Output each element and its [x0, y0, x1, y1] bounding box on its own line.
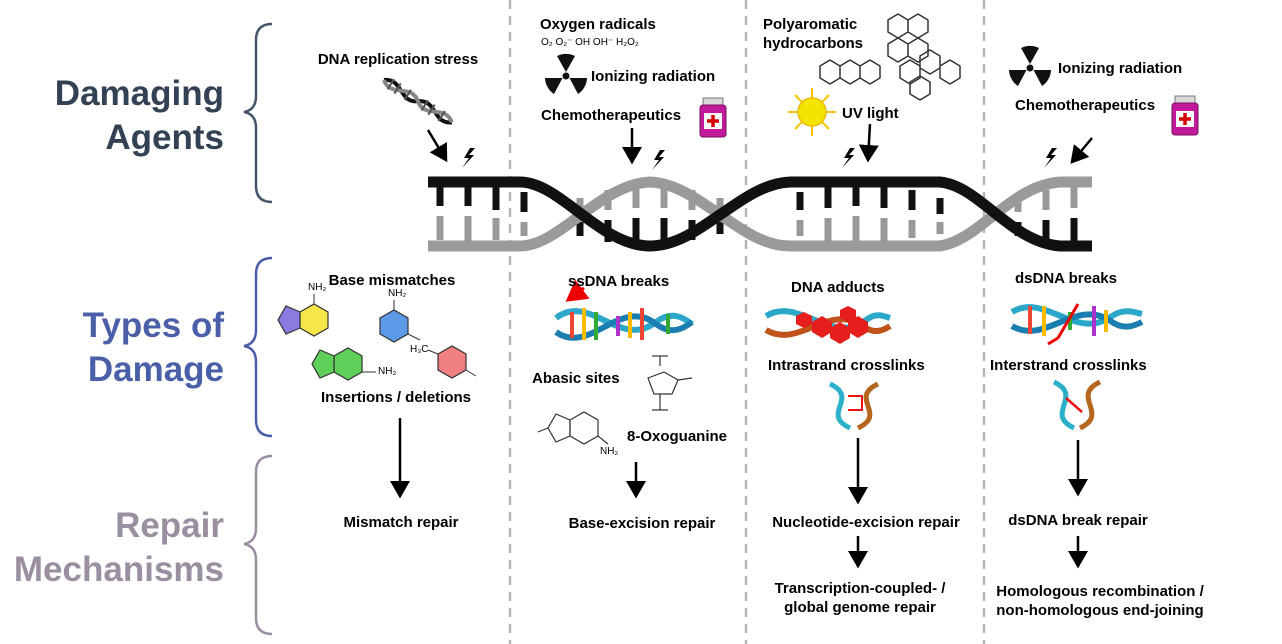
damage-base-mismatches: Base mismatches: [328, 272, 456, 289]
damage-intrastrand-crosslinks: Intrastrand crosslinks: [768, 357, 925, 374]
dsdna-break-helix: [1010, 303, 1144, 346]
agent-uv-light: UV light: [842, 105, 899, 122]
dna-adduct-helix: [764, 306, 892, 344]
repair-tc-gg-line2: global genome repair: [784, 599, 936, 616]
damage-dsdna-breaks: dsDNA breaks: [1015, 270, 1117, 287]
row-label-line: Types of: [82, 306, 224, 345]
adenine-molecule: [277, 294, 329, 337]
radiation-icon: [1009, 45, 1051, 86]
guanine-molecule: [311, 347, 376, 381]
agent-ionizing-radiation: Ionizing radiation: [591, 68, 716, 85]
ssdna-break-helix: [554, 279, 694, 341]
helix-strand-dark: [428, 176, 1092, 252]
guanine-nh2-label: NH₂: [378, 366, 397, 377]
damage-dna-adducts: DNA adducts: [791, 279, 885, 296]
repair-mismatch: Mismatch repair: [343, 514, 459, 531]
polyaromatic-ring-icon: [819, 13, 961, 101]
damage-abasic-sites: Abasic sites: [532, 370, 620, 387]
cytosine-nh2-label: NH₂: [388, 288, 407, 299]
row-label-line: Repair: [115, 506, 224, 545]
agent-ionizing-radiation-2: Ionizing radiation: [1058, 60, 1183, 77]
oxog-nh2-label: NH₂: [600, 446, 619, 457]
main-dna-helix: [428, 176, 1092, 252]
column-dividers: [508, 0, 986, 644]
intrastrand-crosslink-helix: [828, 381, 880, 431]
repair-base-excision: Base-excision repair: [568, 515, 716, 532]
repair-nucleotide-excision: Nucleotide-excision repair: [772, 514, 960, 531]
bracket-agents: [243, 22, 273, 204]
agent-chemotherapeutics: Chemotherapeutics: [541, 107, 682, 124]
row-label-damaging-agents: Damaging Agents: [55, 72, 224, 160]
arrow-col4-agent: [1070, 137, 1093, 164]
row-label-line: Damaging: [54, 74, 224, 113]
lightning-icon: [462, 148, 1057, 170]
damage-8-oxoguanine: 8-Oxoguanine: [627, 428, 728, 445]
dna-helix-icon: [382, 77, 454, 125]
damage-insertions-deletions: Insertions / deletions: [320, 389, 472, 406]
thymine-methyl-label: H₃C: [410, 344, 429, 355]
oxoguanine-structure: [537, 411, 609, 445]
sun-icon: [788, 88, 836, 136]
row-label-line: Agents: [105, 118, 224, 157]
radiation-icon: [545, 53, 587, 94]
agent-polyaromatic-line2: hydrocarbons: [763, 35, 864, 52]
agent-polyaromatic-line1: Polyaromatic: [763, 16, 858, 33]
cytosine-molecule: [379, 300, 421, 343]
medicine-bottle-icon: [699, 97, 727, 138]
agent-oxygen-radicals: Oxygen radicals: [540, 16, 656, 33]
bracket-damage: [243, 256, 273, 438]
row-label-line: Mechanisms: [13, 550, 224, 589]
repair-hr-nhej-line1: Homologous recombination /: [996, 583, 1204, 600]
repair-dsdna-break: dsDNA break repair: [1008, 512, 1148, 529]
arrow-col3-agent: [858, 123, 879, 163]
interstrand-crosslink-helix: [1052, 379, 1102, 431]
bracket-repair: [243, 454, 273, 636]
agent-radical-species: O₂ O₂⁻ OH OH⁻ H₂O₂: [541, 37, 639, 48]
row-label-line: Damage: [87, 350, 224, 389]
row-brackets: [243, 22, 273, 636]
thymine-molecule: [427, 345, 477, 379]
adenine-nh2-label: NH₂: [308, 282, 327, 293]
repair-tc-gg-line1: Transcription-coupled- /: [774, 580, 946, 597]
arrows: [390, 123, 1093, 569]
damage-interstrand-crosslinks: Interstrand crosslinks: [990, 357, 1147, 374]
helix-strand-light: [428, 176, 1092, 252]
repair-hr-nhej-line2: non-homologous end-joining: [996, 602, 1204, 619]
medicine-bottle-icon: [1171, 95, 1199, 136]
agent-replication-stress: DNA replication stress: [317, 51, 479, 68]
agent-chemotherapeutics-2: Chemotherapeutics: [1015, 97, 1156, 114]
abasic-site-structure: [647, 355, 693, 411]
row-label-types-of-damage: Types of Damage: [83, 304, 224, 392]
damage-ssdna-breaks: ssDNA breaks: [568, 273, 670, 290]
arrow-col1-agent: [426, 129, 448, 163]
row-label-repair-mechanisms: Repair Mechanisms: [14, 504, 224, 592]
